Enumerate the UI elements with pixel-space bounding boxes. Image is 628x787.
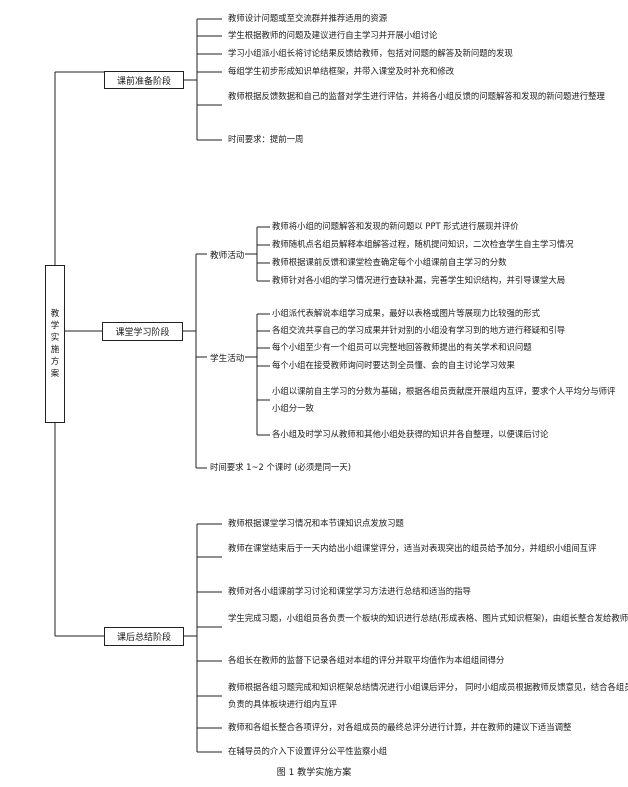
stage-box-postclass: 课后总结阶段 [104, 627, 184, 646]
student-activity-item: 每个小组至少有一个组员可以完整地回答教师提出的有关学术和识问题 [272, 342, 532, 352]
student-activity-item: 各组交流共享自己的学习成果并针对别的小组没有学习到的地方进行释疑和引导 [272, 325, 566, 335]
root-char: 施 [50, 345, 60, 355]
teacher-activity-label: 教师活动 [210, 251, 245, 261]
figure-caption: 图 1 教学实施方案 [276, 768, 352, 778]
root-char: 学 [50, 321, 60, 331]
preclass-item: 教师根据反馈数据和自己的监督对学生进行评估，并将各小组反馈的问题解答和发现的新问… [228, 91, 605, 101]
inclass-time-requirement: 时间要求 1~2 个课时 (必须是同一天) [210, 462, 352, 472]
root-char: 实 [50, 333, 60, 343]
root-char: 教 [50, 309, 60, 319]
teacher-activity-item: 教师将小组的问题解答和发现的新问题以 PPT 形式进行展现并评价 [272, 221, 519, 231]
student-activity-item: 每个小组在接受教师询问时要达到全员懂、会的自主讨论学习效果 [272, 360, 515, 370]
stage-box-preclass: 课前准备阶段 [104, 71, 184, 89]
student-activity-label: 学生活动 [210, 354, 245, 364]
preclass-item: 学习小组派小组长将讨论结果反馈给教师，包括对问题的解答及新问题的发现 [228, 48, 513, 58]
postclass-item: 教师根据各组习题完成和知识框架总结情况进行小组课后评分， 同时小组成员根据教师反… [228, 682, 628, 709]
teacher-activity-item: 教师随机点名组员解释本组解答过程，随机提问知识，二次检查学生自主学习情况 [272, 239, 574, 249]
preclass-item: 时间要求：提前一周 [228, 134, 304, 144]
postclass-item: 教师在课堂结束后于一天内给出小组课堂评分，适当对表现突出的组员给予加分，并组织小… [228, 543, 597, 553]
root-box-teaching-plan: 教 学 实 施 方 案 [45, 265, 65, 423]
root-char: 方 [50, 357, 60, 367]
student-activity-item: 各小组及时学习从教师和其他小组处获得的知识并各自整理，以便课后讨论 [272, 429, 549, 439]
stage-box-inclass: 课堂学习阶段 [102, 322, 183, 341]
preclass-item: 每组学生初步形成知识单结框架，并带入课堂及时补充和修改 [228, 66, 455, 76]
teacher-activity-item: 教师根据课前反馈和课堂检查确定每个小组课前自主学习的分数 [272, 257, 507, 267]
postclass-item: 在辅导员的介入下设置评分公平性监察小组 [228, 746, 388, 756]
postclass-item: 教师对各小组课前学习讨论和课堂学习方法进行总结和适当的指导 [228, 586, 471, 596]
postclass-item: 学生完成习题，小组组员各负责一个板块的知识进行总结(形成表格、图片式知识框架)，… [228, 613, 628, 623]
postclass-item: 各组长在教师的监督下记录各组对本组的评分并取平均值作为本组组间得分 [228, 655, 505, 665]
teacher-activity-item: 教师针对各小组的学习情况进行查缺补漏，完善学生知识结构，并引导课堂大局 [272, 275, 566, 285]
student-activity-item: 小组以课前自主学习的分数为基础，根据各组员贡献度开展组内互评，要求个人平均分与师… [272, 386, 616, 413]
postclass-item: 教师根据课堂学习情况和本节课知识点发放习题 [228, 518, 404, 528]
preclass-item: 学生根据教师的问题及建议进行自主学习并开展小组讨论 [228, 30, 438, 40]
root-char: 案 [50, 369, 60, 379]
postclass-item: 教师和各组长整合各项评分，对各组成员的最终总评分进行计算，并在教师的建议下适当调… [228, 722, 572, 732]
preclass-item: 教师设计问题或至交流群并推荐适用的资源 [228, 13, 388, 23]
student-activity-item: 小组派代表解说本组学习成果，最好以表格或图片等展现力比较强的形式 [272, 308, 540, 318]
